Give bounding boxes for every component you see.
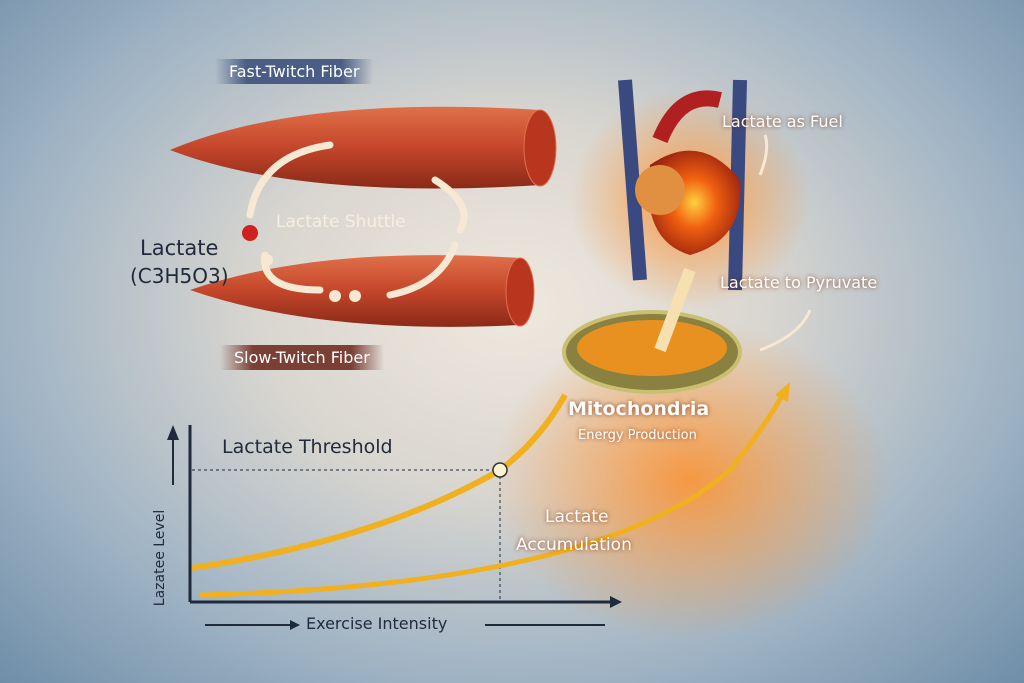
heart-illustration	[618, 79, 747, 291]
y-axis-arrow-icon	[167, 425, 179, 440]
up-arrow-to-heart	[654, 267, 696, 353]
lactate-molecule-icon	[242, 225, 258, 241]
x-axis-label: Exercise Intensity	[306, 614, 448, 633]
fuel-arrow	[758, 134, 769, 176]
threshold-point	[492, 462, 508, 478]
slow-twitch-fiber-illustration	[190, 255, 535, 327]
fast-twitch-label: Fast-Twitch Fiber	[215, 59, 374, 84]
pyruvate-arrow	[759, 309, 812, 352]
lactate-to-pyruvate-label: Lactate to Pyruvate	[720, 273, 878, 292]
lactate-threshold-label: Lactate Threshold	[222, 436, 393, 458]
threshold-curve	[191, 393, 568, 571]
accumulation-curve	[199, 388, 788, 598]
fast-twitch-fiber-illustration	[170, 106, 557, 189]
accumulation-label-line1: Lactate	[545, 507, 609, 527]
mitochondria-subtitle: Energy Production	[578, 428, 697, 443]
lactate-label: Lactate	[140, 236, 219, 260]
lactate-as-fuel-label: Lactate as Fuel	[722, 112, 843, 131]
mitochondria-illustration	[562, 310, 742, 394]
slow-twitch-label: Slow-Twitch Fiber	[220, 345, 384, 370]
lactate-graph	[167, 382, 790, 630]
accumulation-label-line2: Accumulation	[516, 535, 632, 555]
mitochondria-title: Mitochondria	[568, 398, 710, 420]
lactate-shuttle-label: Lactate Shuttle	[276, 212, 406, 232]
y-axis-label: Lazatee Level	[152, 509, 169, 607]
x-axis-arrow-icon	[290, 620, 300, 630]
lactate-formula: (C3H5O3)	[130, 264, 229, 288]
orange-glow	[490, 320, 890, 640]
